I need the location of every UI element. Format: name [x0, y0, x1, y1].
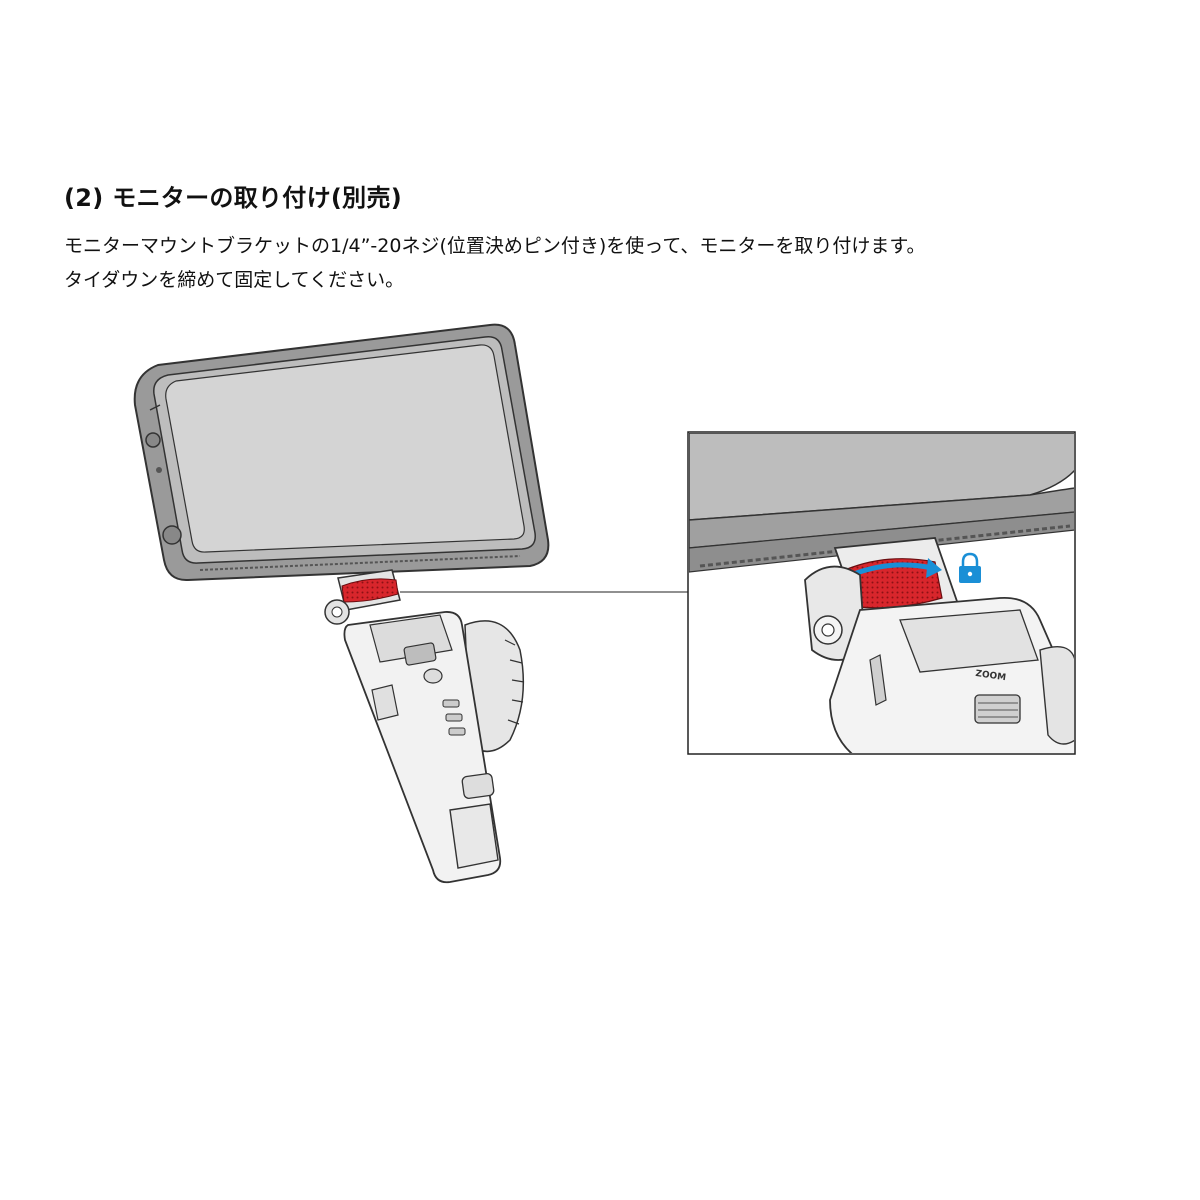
monitor-mount-bracket: [324, 569, 401, 625]
recorder-top-control: [403, 642, 437, 666]
monitor-screen: [165, 344, 525, 553]
tie-down-knob: [341, 578, 399, 603]
rec-button: [423, 668, 443, 684]
inset-brand-label: ZOOM: [975, 669, 1007, 683]
monitor-port-icon: [162, 525, 182, 545]
monitor: [133, 323, 550, 582]
monitor-port-icon: [145, 432, 161, 448]
instruction-text: モニターマウントブラケットの1/4”-20ネジ(位置決めピン付き)を使って、モニ…: [64, 229, 925, 297]
lock-icon: [959, 552, 981, 583]
recorder: [343, 611, 525, 884]
detail-inset: ZOOM: [687, 431, 1076, 755]
instruction-line-1: モニターマウントブラケットの1/4”-20ネジ(位置決めピン付き)を使って、モニ…: [64, 235, 926, 257]
inset-recorder-control: [974, 694, 1021, 724]
section-heading: (2) モニターの取り付け(別売): [64, 184, 403, 212]
instruction-line-2: タイダウンを締めて固定してください。: [64, 269, 405, 291]
recorder-joystick: [461, 773, 495, 799]
